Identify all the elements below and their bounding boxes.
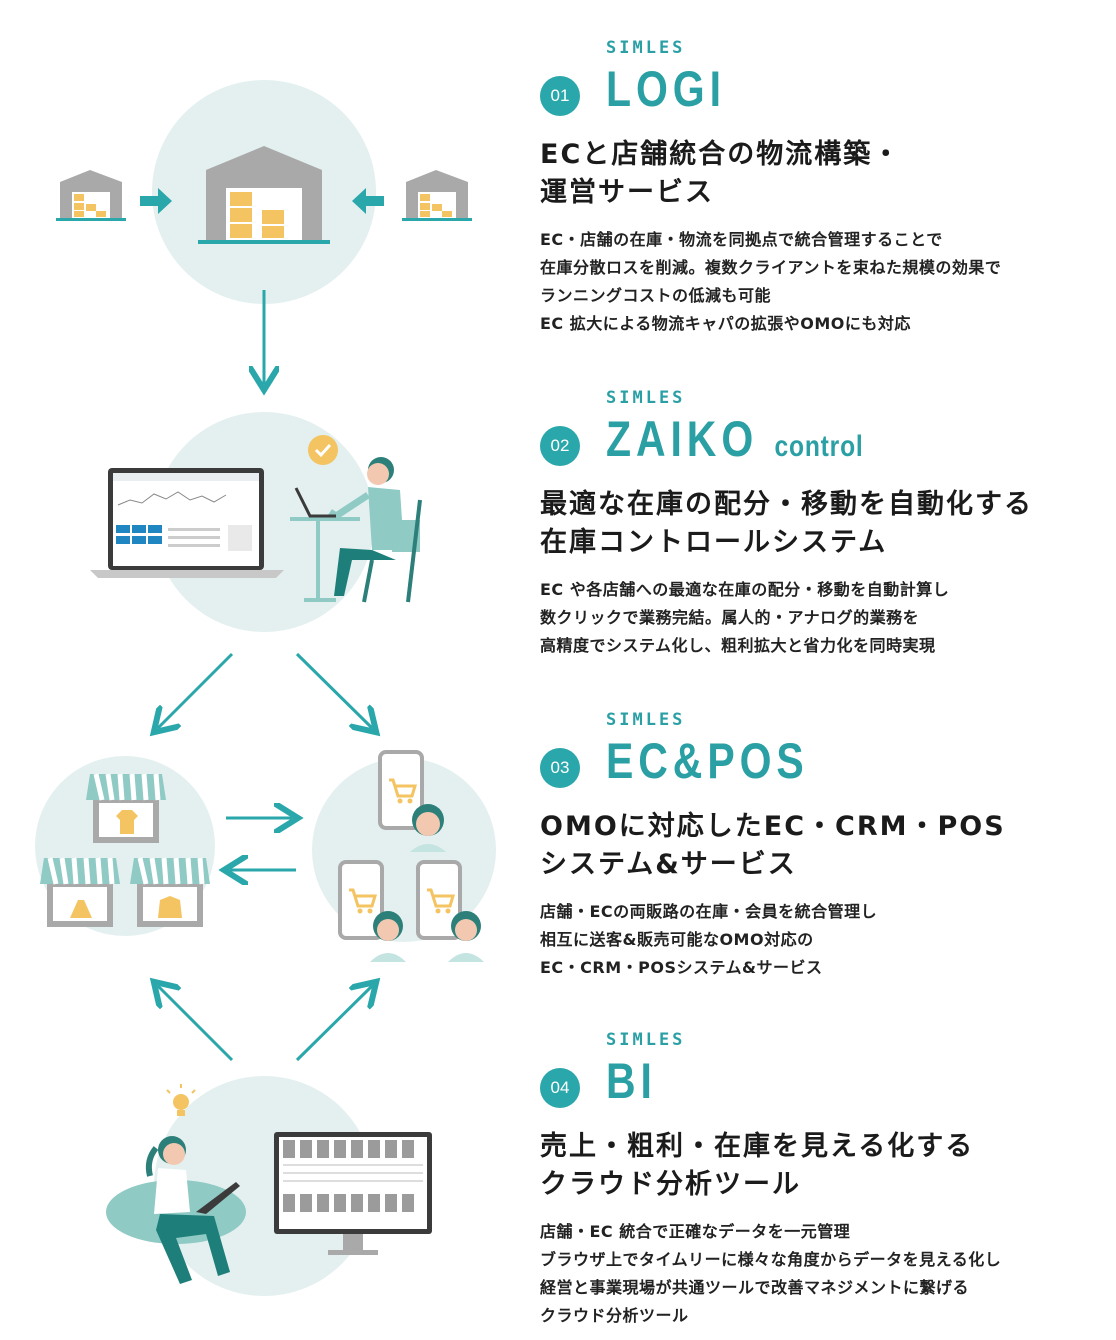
store-icon — [40, 857, 120, 927]
brand-label: SIMLES — [606, 1030, 686, 1050]
section-number-badge: 01 — [540, 76, 580, 116]
arrow-diag-icon — [158, 652, 234, 728]
user-avatar-icon — [410, 804, 446, 852]
warehouse-main-icon — [198, 146, 330, 244]
section-zaiko: SIMLES 02 ZAIKO control 最適な在庫の配分・移動を自動化す… — [540, 388, 1100, 660]
section-logi: SIMLES 01 LOGI ECと店舗統合の物流構築・運営サービス EC・店舗… — [540, 38, 1100, 338]
section-description: EC や各店舗への最適な在庫の配分・移動を自動計算し数クリックで業務完結。属人的… — [540, 580, 950, 655]
product-brand: SIMLES 04 BI — [540, 1030, 1100, 1120]
user-avatar-icon — [370, 911, 406, 962]
person-working-icon — [290, 457, 422, 603]
section-number-badge: 02 — [540, 426, 580, 466]
product-name: BI — [606, 1053, 657, 1109]
person-laptop-icon — [106, 1136, 246, 1284]
arrow-diag-icon — [158, 986, 234, 1062]
store-icon — [86, 773, 166, 843]
bi-illustration — [106, 1076, 432, 1296]
arrow-diag-icon — [295, 652, 372, 728]
check-badge-icon — [308, 435, 338, 465]
product-brand: SIMLES 02 ZAIKO control — [540, 388, 1100, 478]
brand-label: SIMLES — [606, 388, 686, 408]
logi-illustration — [56, 80, 472, 304]
section-heading: 最適な在庫の配分・移動を自動化する在庫コントロールシステム — [540, 489, 1033, 558]
section-bi: SIMLES 04 BI 売上・粗利・在庫を見える化するクラウド分析ツール 店舗… — [540, 1030, 1100, 1330]
brand-label: SIMLES — [606, 710, 686, 730]
smartphone-icon — [378, 750, 424, 830]
section-description: 店舗・ECの両販路の在庫・会員を統合管理し相互に送客&販売可能なOMO対応の E… — [540, 902, 878, 977]
brand-label: SIMLES — [606, 38, 686, 58]
section-number-badge: 04 — [540, 1068, 580, 1108]
smartphone-icon — [416, 860, 462, 940]
section-heading: 売上・粗利・在庫を見える化するクラウド分析ツール — [540, 1131, 975, 1200]
store-icon — [130, 857, 210, 927]
laptop-icon — [90, 468, 284, 578]
lightbulb-icon — [166, 1084, 196, 1116]
zaiko-illustration — [90, 412, 422, 632]
arrow-diag-icon — [295, 986, 372, 1062]
warehouse-right-icon — [402, 170, 472, 221]
monitor-icon — [274, 1132, 432, 1255]
section-description: 店舗・EC 統合で正確なデータを一元管理ブラウザ上でタイムリーに様々な角度からデ… — [540, 1222, 1002, 1325]
arrow-left-icon — [352, 188, 384, 214]
product-brand: SIMLES 01 LOGI — [540, 38, 1100, 128]
product-name: LOGI — [606, 61, 726, 117]
product-name: ZAIKO control — [606, 411, 864, 467]
stores-illustration — [35, 756, 215, 936]
arrow-right-icon — [140, 188, 172, 214]
product-name: EC&POS — [606, 733, 809, 789]
user-avatar-icon — [448, 911, 484, 962]
section-number-badge: 03 — [540, 748, 580, 788]
product-brand: SIMLES 03 EC&POS — [540, 710, 1100, 800]
section-heading: ECと店舗統合の物流構築・運営サービス — [540, 139, 902, 208]
warehouse-left-icon — [56, 170, 126, 221]
smartphone-icon — [338, 860, 384, 940]
section-description: EC・店舗の在庫・物流を同拠点で統合管理することで在庫分散ロスを削減。複数クライ… — [540, 230, 1002, 333]
ec-illustration — [312, 750, 496, 962]
